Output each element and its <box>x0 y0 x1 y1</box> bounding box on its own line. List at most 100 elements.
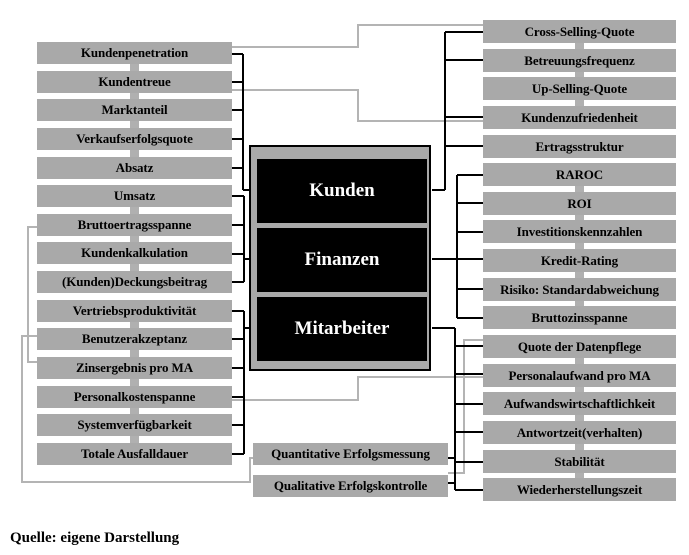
connector-line <box>232 376 483 401</box>
kpi-box-right-4: Ertragsstruktur <box>483 135 676 158</box>
kpi-label: Personalaufwand pro MA <box>508 367 651 383</box>
kpi-label: Kredit-Rating <box>540 252 619 268</box>
kpi-label: Stabilität <box>554 453 605 469</box>
connector-line <box>232 24 483 48</box>
kpi-box-left-4: Absatz <box>37 157 232 179</box>
box-link-nub <box>130 149 139 158</box>
kpi-label: Up-Selling-Quote <box>531 80 628 96</box>
kpi-box-left-6: Bruttoertragsspanne <box>37 214 232 236</box>
kpi-box-right-12: Personalaufwand pro MA <box>483 364 676 387</box>
kpi-box-right-3: Kundenzufriedenheit <box>483 106 676 129</box>
box-link-nub <box>575 472 584 479</box>
box-link-nub <box>130 321 139 329</box>
kpi-box-left-8: (Kunden)Deckungsbeitrag <box>37 271 232 293</box>
kpi-box-right-15: Stabilität <box>483 450 676 473</box>
perspective-label: Finanzen <box>304 249 380 270</box>
kpi-box-left-3: Verkaufserfolgsquote <box>37 128 232 150</box>
box-link-nub <box>130 378 139 387</box>
box-link-nub <box>130 263 139 272</box>
box-link-nub <box>575 443 584 451</box>
kpi-label: Bruttoertragsspanne <box>77 217 192 232</box>
kpi-label: Marktanteil <box>101 102 168 117</box>
connector-line <box>21 335 253 483</box>
box-link-nub <box>575 300 584 307</box>
box-link-nub <box>575 99 584 107</box>
kpi-label: Qualitative Erfolgskontrolle <box>273 478 428 493</box>
kpi-label: Ertragsstruktur <box>535 138 624 154</box>
kpi-label: Systemverfügbarkeit <box>77 417 192 432</box>
box-link-nub <box>575 42 584 50</box>
kpi-label: Kundenzufriedenheit <box>521 109 638 125</box>
kpi-box-left-11: Zinsergebnis pro MA <box>37 357 232 379</box>
kpi-box-right-2: Up-Selling-Quote <box>483 77 676 100</box>
kpi-label: Betreuungsfrequenz <box>524 52 635 68</box>
kpi-label: Antwortzeit(verhalten) <box>516 424 643 440</box>
kpi-label: Totale Ausfalldauer <box>80 446 189 461</box>
kpi-label: Kundenkalkulation <box>81 245 188 260</box>
box-link-nub <box>130 63 139 72</box>
kpi-label: Benutzerakzeptanz <box>81 331 188 346</box>
box-link-nub <box>575 357 584 365</box>
kpi-box-left-10: Benutzerakzeptanz <box>37 328 232 350</box>
kpi-label: RAROC <box>555 166 604 182</box>
kpi-label: Kundentreue <box>98 74 171 89</box>
connector-line <box>448 339 483 474</box>
kpi-box-right-14: Antwortzeit(verhalten) <box>483 421 676 444</box>
kpi-label: Quantitative Erfolgsmessung <box>271 446 430 461</box>
kpi-box-left-5: Umsatz <box>37 185 232 207</box>
source-caption: Quelle: eigene Darstellung <box>10 530 180 546</box>
box-link-nub <box>575 71 584 78</box>
kpi-box-right-8: Kredit-Rating <box>483 249 676 272</box>
kpi-label: Bruttozinsspanne <box>531 309 628 325</box>
kpi-box-right-9: Risiko: Standardabweichung <box>483 278 676 301</box>
kpi-box-left-12: Personalkostenspanne <box>37 386 232 408</box>
kpi-box-left-14: Totale Ausfalldauer <box>37 443 232 465</box>
box-link-nub <box>130 92 139 100</box>
box-link-nub <box>130 435 139 444</box>
perspective-label: Kunden <box>309 180 375 201</box>
kpi-box-left-2: Marktanteil <box>37 99 232 121</box>
kpi-label: Wiederherstellungszeit <box>516 481 643 497</box>
kpi-label: (Kunden)Deckungsbeitrag <box>61 274 208 289</box>
kpi-box-right-10: Bruttozinsspanne <box>483 306 676 329</box>
kpi-label: Zinsergebnis pro MA <box>75 360 194 375</box>
box-link-nub <box>575 214 584 221</box>
kpi-label: Risiko: Standardabweichung <box>500 281 659 297</box>
kpi-label: Investitionskennzahlen <box>516 223 643 239</box>
kpi-box-right-5: RAROC <box>483 163 676 186</box>
connector-line <box>27 226 37 363</box>
box-link-nub <box>575 242 584 250</box>
kpi-label: Absatz <box>115 160 154 175</box>
connector-line <box>232 89 483 122</box>
kpi-label: Cross-Selling-Quote <box>524 23 635 39</box>
kpi-label: Kundenpenetration <box>80 45 189 60</box>
kpi-box-left-7: Kundenkalkulation <box>37 242 232 264</box>
kpi-label: Vertriebsproduktivität <box>72 303 197 318</box>
kpi-label: Umsatz <box>113 188 156 203</box>
kpi-box-right-13: Aufwandswirtschaftlichkeit <box>483 392 676 415</box>
kpi-box-right-16: Wiederherstellungszeit <box>483 478 676 501</box>
kpi-label: Verkaufserfolgsquote <box>76 131 193 146</box>
perspective-label: Mitarbeiter <box>294 318 390 339</box>
kpi-box-right-11: Quote der Datenpflege <box>483 335 676 358</box>
kpi-box-left-0: Kundenpenetration <box>37 42 232 64</box>
box-link-nub <box>130 407 139 415</box>
box-link-nub <box>130 235 139 243</box>
box-link-nub <box>130 349 139 358</box>
perspective-kunden: Kunden <box>257 159 427 223</box>
kpi-box-right-6: ROI <box>483 192 676 215</box>
box-link-nub <box>575 185 584 193</box>
kpi-box-right-0: Cross-Selling-Quote <box>483 20 676 43</box>
kpi-box-left-1: Kundentreue <box>37 71 232 93</box>
box-link-nub <box>575 414 584 422</box>
kpi-box-left-9: Vertriebsproduktivität <box>37 300 232 322</box>
kpi-box-right-1: Betreuungsfrequenz <box>483 49 676 72</box>
box-link-nub <box>575 386 584 393</box>
perspective-finanzen: Finanzen <box>257 228 427 292</box>
kpi-box-left-13: Systemverfügbarkeit <box>37 414 232 436</box>
box-link-nub <box>575 271 584 279</box>
kpi-label: Aufwandswirtschaftlichkeit <box>503 395 656 411</box>
box-link-nub <box>130 206 139 215</box>
kpi-box-right-7: Investitionskennzahlen <box>483 220 676 243</box>
